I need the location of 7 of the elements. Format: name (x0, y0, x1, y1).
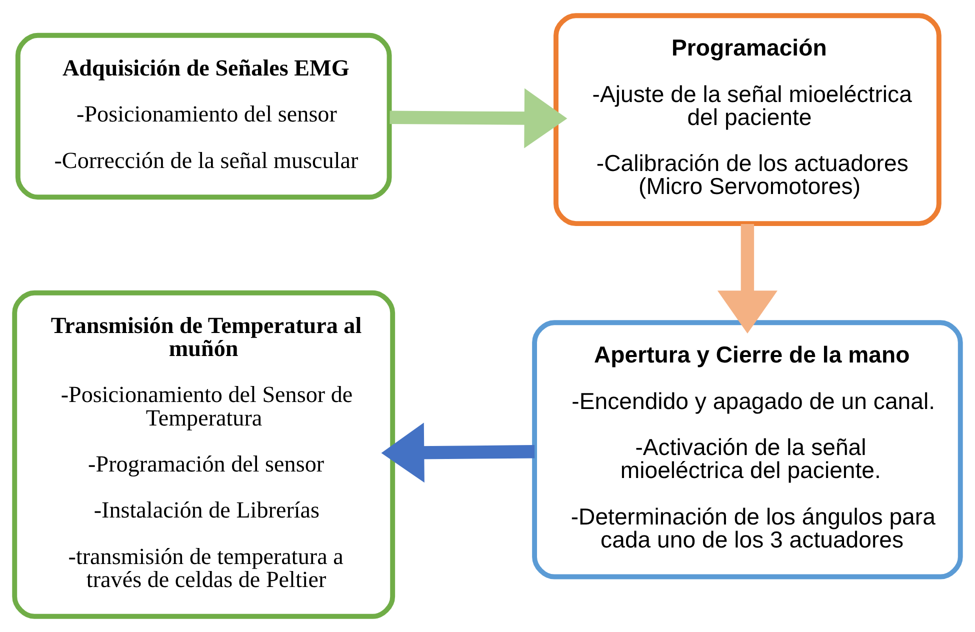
node-box: Transmisión de Temperatura al muñón -Posicionamiento del Sensor de Temperatura -Programación del sensor -Instalación de Librerías -transmisión de temperatura a través de celdas de Peltier (12, 290, 396, 619)
node-box: Adquisición de Señales EMG -Posicionamiento del sensor -Corrección de la señal muscular (15, 32, 392, 200)
node-box: Programación -Ajuste de la señal mioeléctrica del paciente -Calibración de los actuadores (Micro Servomotores) (554, 13, 942, 226)
arrow (390, 88, 568, 148)
node-box: Apertura y Cierre de la mano -Encendido y apagado de un canal. -Activación de la señal mioeléctrica del paciente. -Determinación de los ángulos para cada uno de los 3 actuadores (532, 320, 963, 580)
arrow (381, 422, 535, 483)
arrow (717, 224, 778, 334)
